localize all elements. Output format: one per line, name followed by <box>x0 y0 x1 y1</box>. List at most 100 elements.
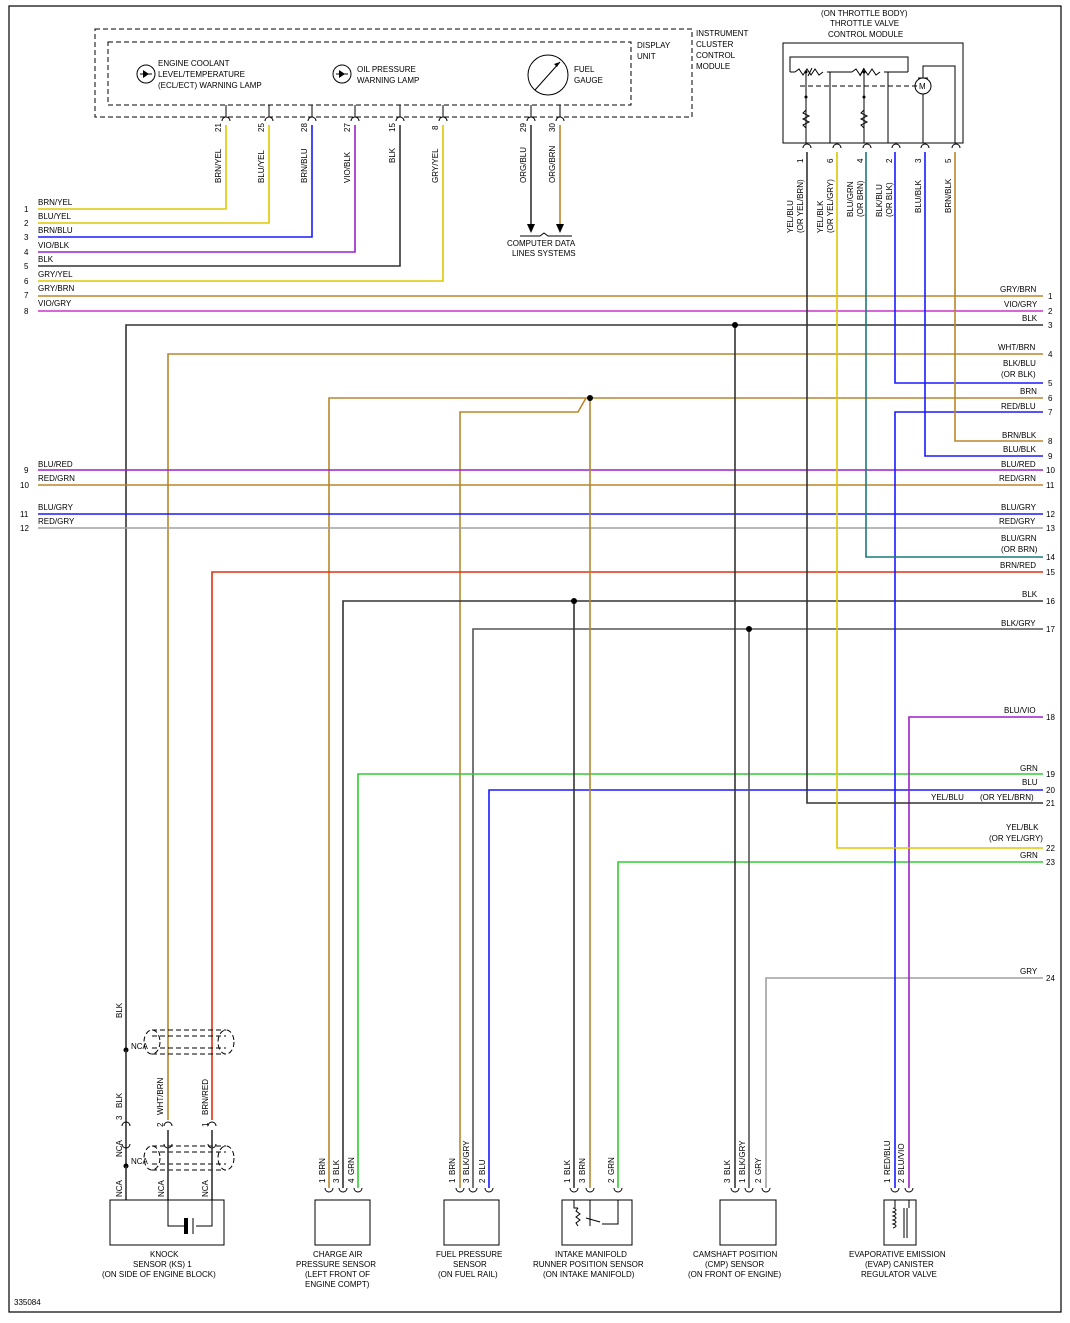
coolant-lamp-label-1: ENGINE COOLANT <box>158 59 230 68</box>
evap-valve: 1 RED/BLU 2 BLU/VIO EVAPORATIVE EMISSION… <box>849 1140 946 1279</box>
oil-lamp-icon <box>332 64 352 84</box>
svg-text:BLK/BLU: BLK/BLU <box>1003 359 1036 368</box>
svg-text:8: 8 <box>1048 437 1053 446</box>
svg-text:WHT/BRN: WHT/BRN <box>156 1077 165 1115</box>
svg-text:GRY/BRN: GRY/BRN <box>1000 285 1037 294</box>
oil-lamp-label-2: WARNING LAMP <box>357 76 419 85</box>
svg-text:RED/BLU: RED/BLU <box>1001 402 1036 411</box>
svg-text:BLK: BLK <box>563 1159 572 1175</box>
svg-text:3: 3 <box>332 1178 341 1183</box>
svg-text:REGULATOR VALVE: REGULATOR VALVE <box>861 1270 937 1279</box>
svg-text:1: 1 <box>1048 292 1053 301</box>
left-label-2: BLU/YEL <box>38 212 71 221</box>
left-term-8: 8 <box>24 307 29 316</box>
svg-text:BRN: BRN <box>318 1158 327 1175</box>
cluster-wire-3: BRN/BLU <box>300 148 309 183</box>
svg-text:3: 3 <box>723 1178 732 1183</box>
svg-text:GRN: GRN <box>1020 851 1038 860</box>
svg-text:RED/GRN: RED/GRN <box>999 474 1036 483</box>
left-label-4: VIO/BLK <box>38 241 70 250</box>
left-term-10: 10 <box>20 481 29 490</box>
svg-text:BLU/GRN: BLU/GRN <box>846 181 855 217</box>
svg-text:(OR YEL/BRN): (OR YEL/BRN) <box>980 793 1034 802</box>
svg-text:BLK/GRY: BLK/GRY <box>738 1140 747 1175</box>
svg-text:17: 17 <box>1046 625 1055 634</box>
svg-text:(OR YEL/GRY): (OR YEL/GRY) <box>826 179 835 233</box>
cluster-title-2: CLUSTER <box>696 40 734 49</box>
throttle-wires <box>806 152 1043 849</box>
document-id: 335084 <box>14 1298 41 1307</box>
left-label-3: BRN/BLU <box>38 226 73 235</box>
svg-text:24: 24 <box>1046 974 1055 983</box>
charge-air-sensor: 1 BRN 3 BLK 4 GRN CHARGE AIR PRESSURE SE… <box>296 1157 376 1289</box>
throttle-title-1: (ON THROTTLE BODY) <box>821 9 908 18</box>
svg-text:4: 4 <box>856 158 865 163</box>
svg-text:RED/GRY: RED/GRY <box>999 517 1036 526</box>
svg-text:BLU: BLU <box>1022 778 1038 787</box>
svg-text:(OR BRN): (OR BRN) <box>856 180 865 217</box>
svg-text:PRESSURE SENSOR: PRESSURE SENSOR <box>296 1260 376 1269</box>
svg-text:3: 3 <box>115 1115 124 1120</box>
svg-text:GRN: GRN <box>607 1157 616 1175</box>
svg-text:4: 4 <box>1048 350 1053 359</box>
svg-text:2: 2 <box>478 1178 487 1183</box>
svg-text:YEL/BLU: YEL/BLU <box>786 200 795 233</box>
cluster-pin-15: 15 <box>388 123 397 132</box>
svg-text:19: 19 <box>1046 770 1055 779</box>
svg-text:(ON INTAKE MANIFOLD): (ON INTAKE MANIFOLD) <box>543 1270 635 1279</box>
cluster-pin-21: 21 <box>214 123 223 132</box>
left-term-4: 4 <box>24 248 29 257</box>
svg-text:KNOCK: KNOCK <box>150 1250 179 1259</box>
left-label-7: GRY/BRN <box>38 284 75 293</box>
throttle-pin-labels: 1 6 4 2 3 5 YEL/BLU (OR YEL/BRN) YEL/BLK… <box>786 158 953 233</box>
svg-text:2: 2 <box>897 1178 906 1183</box>
svg-text:BLU/BLK: BLU/BLK <box>914 179 923 213</box>
svg-text:BLU/RED: BLU/RED <box>1001 460 1036 469</box>
svg-text:CHARGE AIR: CHARGE AIR <box>313 1250 363 1259</box>
svg-text:VIO/GRY: VIO/GRY <box>1004 300 1038 309</box>
svg-text:22: 22 <box>1046 844 1055 853</box>
svg-text:SENSOR: SENSOR <box>453 1260 487 1269</box>
fuel-pressure-sensor: 1 BRN 3 BLK/GRY 2 BLU FUEL PRESSURE SENS… <box>436 1140 502 1279</box>
cluster-wire-6: GRY/YEL <box>431 148 440 183</box>
svg-text:(EVAP) CANISTER: (EVAP) CANISTER <box>865 1260 934 1269</box>
svg-text:2: 2 <box>754 1178 763 1183</box>
svg-text:1: 1 <box>201 1122 210 1127</box>
svg-text:BLU/GRN: BLU/GRN <box>1001 534 1037 543</box>
computer-data-label-2: LINES SYSTEMS <box>512 249 576 258</box>
shield-label-1: NCA <box>131 1042 149 1051</box>
cluster-wire-1: BRN/YEL <box>214 148 223 183</box>
cluster-pin-25: 25 <box>257 123 266 132</box>
svg-text:BLK: BLK <box>115 1092 124 1108</box>
left-label-10: RED/GRN <box>38 474 75 483</box>
motor-label: M <box>919 82 926 91</box>
svg-text:3: 3 <box>1048 321 1053 330</box>
svg-text:FUEL PRESSURE: FUEL PRESSURE <box>436 1250 502 1259</box>
svg-text:(CMP) SENSOR: (CMP) SENSOR <box>705 1260 764 1269</box>
cluster-connectors <box>221 116 565 122</box>
shield-label-2: NCA <box>131 1157 149 1166</box>
svg-text:7: 7 <box>1048 408 1053 417</box>
svg-text:GRY: GRY <box>1020 967 1038 976</box>
left-label-11: BLU/GRY <box>38 503 74 512</box>
computer-data-label-1: COMPUTER DATA <box>507 239 576 248</box>
svg-text:BLU: BLU <box>478 1159 487 1175</box>
svg-text:(OR BLK): (OR BLK) <box>885 182 894 217</box>
svg-text:2: 2 <box>1048 307 1053 316</box>
cluster-wire-8: ORG/BRN <box>548 145 557 183</box>
svg-text:5: 5 <box>1048 379 1053 388</box>
svg-text:1: 1 <box>883 1178 892 1183</box>
cluster-pin-8: 8 <box>431 125 440 130</box>
svg-text:GRN: GRN <box>347 1157 356 1175</box>
svg-text:10: 10 <box>1046 466 1055 475</box>
knock-sensor: BLK NCA 3 BLK 2 WHT/BRN 1 BRN/RED NCA NC… <box>102 1002 235 1279</box>
svg-text:YEL/BLK: YEL/BLK <box>816 200 825 233</box>
svg-text:BLK: BLK <box>332 1159 341 1175</box>
svg-text:21: 21 <box>1046 799 1055 808</box>
display-unit-1: DISPLAY <box>637 41 671 50</box>
svg-text:BLU/VIO: BLU/VIO <box>897 1143 906 1175</box>
coolant-lamp-label-3: (ECL/ECT) WARNING LAMP <box>158 81 262 90</box>
svg-text:18: 18 <box>1046 713 1055 722</box>
fuel-gauge-label-2: GAUGE <box>574 76 603 85</box>
svg-text:BLK/GRY: BLK/GRY <box>462 1140 471 1175</box>
